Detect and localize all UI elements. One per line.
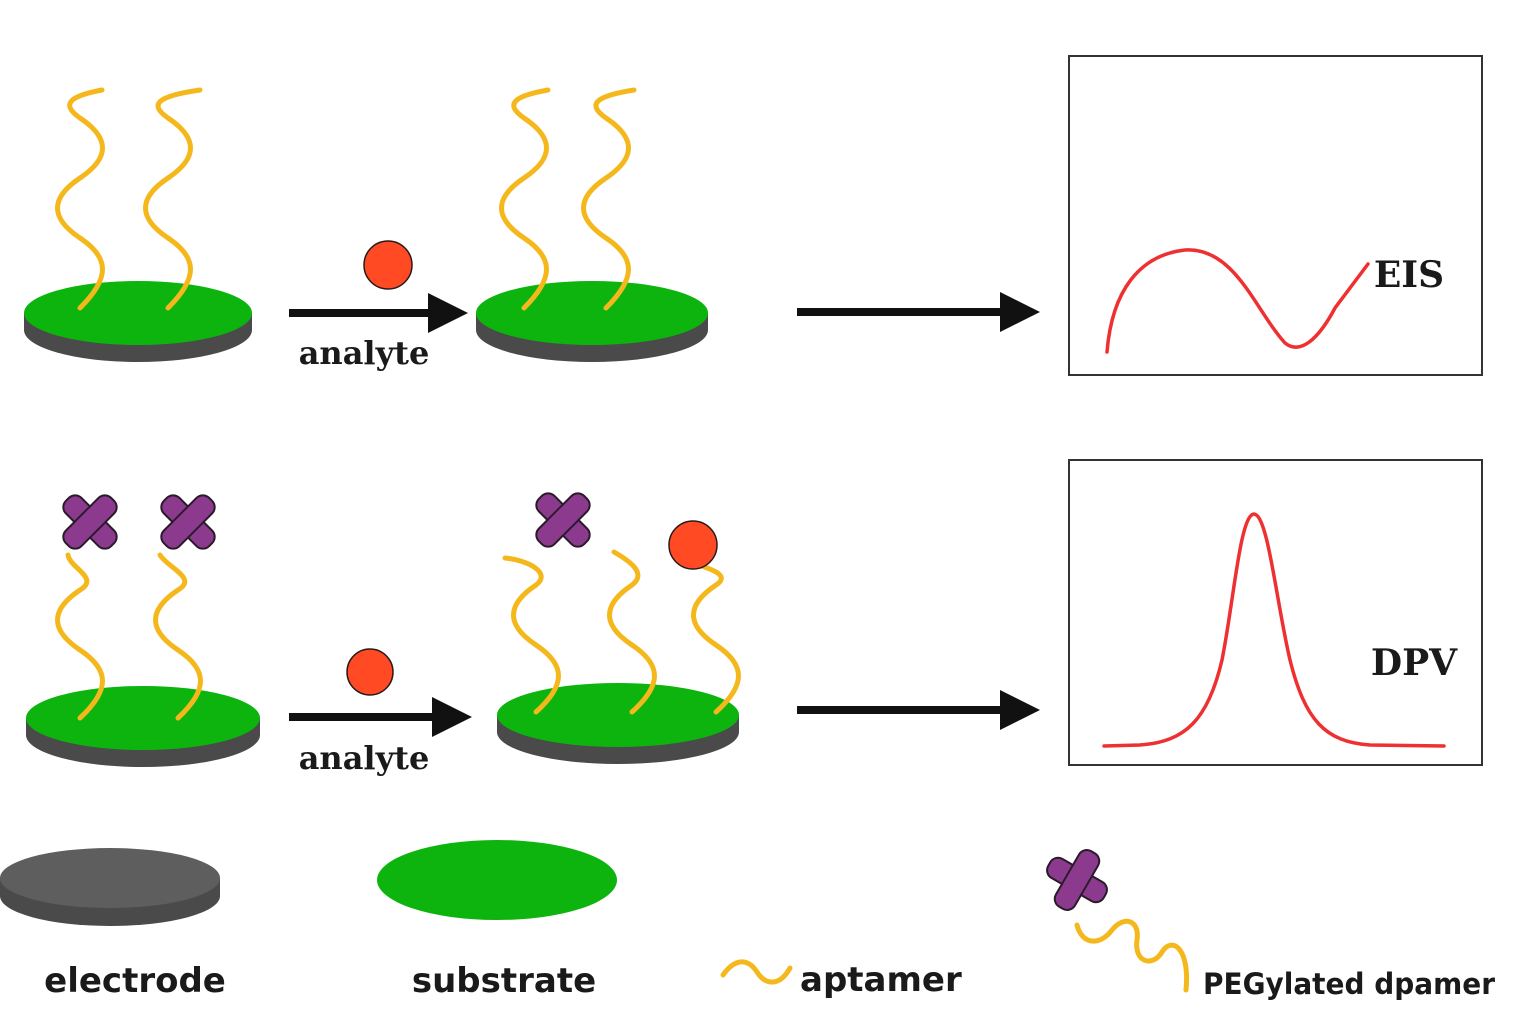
legend-electrode-shape bbox=[0, 848, 220, 926]
peg-aptamer-strand bbox=[55, 552, 105, 721]
analyte-sphere bbox=[346, 648, 394, 696]
eis-signal-curve bbox=[1105, 248, 1370, 354]
analyte-sphere bbox=[363, 240, 413, 290]
dpv-plot-panel bbox=[1068, 459, 1483, 766]
electrode-disc-top-middle bbox=[476, 281, 708, 362]
analyte-label: analyte bbox=[299, 334, 430, 372]
peg-aptamer-strand bbox=[153, 552, 203, 721]
dpv-signal-curve bbox=[1102, 512, 1446, 748]
aptamer-strand bbox=[581, 87, 637, 311]
aptamer-strand bbox=[499, 87, 551, 311]
peg-cross bbox=[535, 492, 591, 548]
electrode-disc-top-left bbox=[24, 281, 252, 362]
analyte-label: analyte bbox=[299, 739, 430, 777]
legend-peg-label: PEGylated dpamer bbox=[1203, 967, 1496, 1001]
aptamer-strand bbox=[691, 561, 741, 715]
dpv-label: DPV bbox=[1371, 642, 1458, 684]
eis-label: EIS bbox=[1374, 254, 1444, 296]
peg-cross bbox=[160, 494, 216, 550]
aptamer-strand bbox=[143, 87, 203, 311]
legend-substrate-label: substrate bbox=[412, 961, 596, 1001]
legend-substrate-shape bbox=[377, 840, 617, 920]
legend-peg-cross-icon bbox=[1046, 849, 1108, 911]
aptamer-strand bbox=[502, 555, 561, 715]
analyte-sphere-bound bbox=[668, 520, 718, 570]
aptamer-strand bbox=[55, 87, 105, 311]
legend-peg-aptamer-icon bbox=[1074, 918, 1190, 993]
aptamer-strand bbox=[607, 549, 657, 715]
eis-plot-panel bbox=[1068, 55, 1483, 376]
legend-electrode-label: electrode bbox=[44, 961, 226, 1001]
electrode-disc-bottom-middle bbox=[497, 683, 739, 764]
legend-aptamer-icon bbox=[720, 959, 793, 985]
legend-aptamer-label: aptamer bbox=[800, 960, 962, 1000]
peg-cross bbox=[62, 494, 118, 550]
electrode-disc-bottom-left bbox=[26, 686, 260, 767]
